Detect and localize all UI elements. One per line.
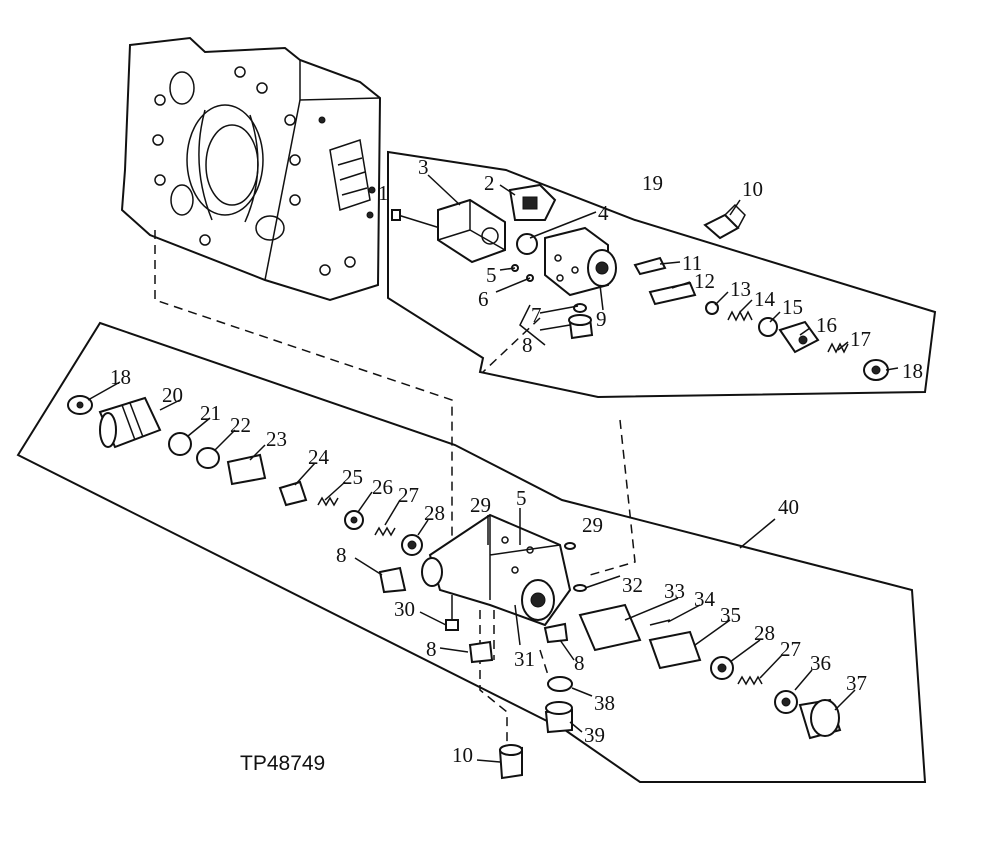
callout-34: 34 (694, 587, 716, 611)
callout-27: 27 (780, 637, 801, 661)
callout-24: 24 (308, 445, 330, 469)
callout-18: 18 (110, 365, 131, 389)
callout-3: 3 (418, 155, 429, 179)
callout-15: 15 (782, 295, 803, 319)
callout-38: 38 (594, 691, 615, 715)
callout-40: 40 (778, 495, 799, 519)
dashed-leader-lines (154, 230, 636, 752)
callout-labels: 1 2 3 4 5 6 7 8 9 10 11 12 13 14 15 16 1… (110, 155, 923, 767)
callout-10: 10 (452, 743, 473, 767)
figure-id: TP48749 (240, 752, 325, 775)
callout-7: 7 (531, 303, 542, 327)
callout-25: 25 (342, 465, 363, 489)
callout-28: 28 (754, 621, 775, 645)
callout-6: 6 (478, 287, 489, 311)
callout-21: 21 (200, 401, 221, 425)
main-valve-parts (67, 395, 842, 780)
callout-12: 12 (694, 269, 715, 293)
callout-29: 29 (470, 493, 491, 517)
callout-26: 26 (372, 475, 393, 499)
callout-18: 18 (902, 359, 923, 383)
callout-13: 13 (730, 277, 751, 301)
callout-19: 19 (642, 171, 663, 195)
callout-11: 11 (682, 251, 702, 275)
callout-29: 29 (582, 513, 603, 537)
callout-5: 5 (486, 263, 497, 287)
callout-20: 20 (162, 383, 183, 407)
valve-housing (120, 36, 382, 302)
callout-leader-lines (87, 174, 899, 763)
callout-8: 8 (574, 651, 585, 675)
callout-30: 30 (394, 597, 415, 621)
callout-5: 5 (516, 486, 527, 510)
callout-9: 9 (596, 307, 607, 331)
callout-16: 16 (816, 313, 837, 337)
callout-31: 31 (514, 647, 535, 671)
subassembly-19-boundary (387, 150, 937, 399)
callout-14: 14 (754, 287, 776, 311)
callout-1: 1 (378, 181, 389, 205)
callout-10: 10 (742, 177, 763, 201)
callout-39: 39 (584, 723, 605, 747)
callout-8: 8 (426, 637, 437, 661)
callout-32: 32 (622, 573, 643, 597)
callout-17: 17 (850, 327, 871, 351)
callout-22: 22 (230, 413, 251, 437)
callout-4: 4 (598, 201, 609, 225)
callout-37: 37 (846, 671, 867, 695)
callout-33: 33 (664, 579, 685, 603)
callout-36: 36 (810, 651, 831, 675)
solenoid-parts (391, 183, 889, 381)
callout-28: 28 (424, 501, 445, 525)
callout-35: 35 (720, 603, 741, 627)
callout-2: 2 (484, 171, 495, 195)
callout-27: 27 (398, 483, 419, 507)
callout-8: 8 (336, 543, 347, 567)
callout-8: 8 (522, 333, 533, 357)
callout-23: 23 (266, 427, 287, 451)
